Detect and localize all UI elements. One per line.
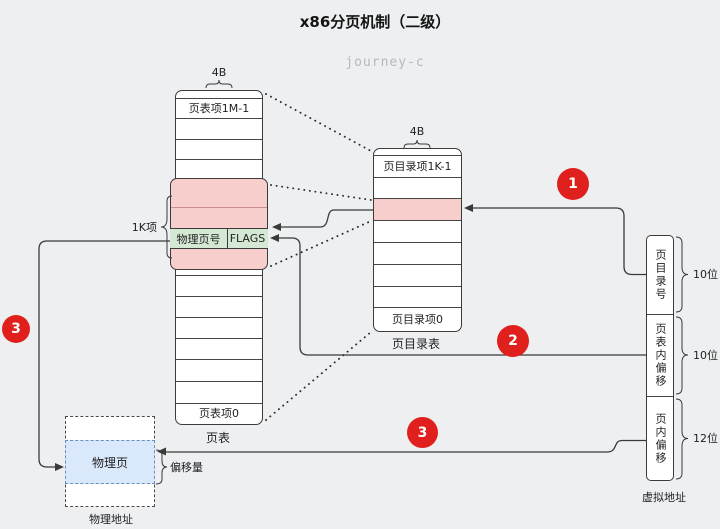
- page-directory-row-line: [374, 286, 461, 287]
- brace-bits-10-top: [675, 236, 689, 313]
- brace-offset: [155, 449, 168, 485]
- pde-highlight-row: [374, 199, 461, 220]
- page-table-row-line: [176, 359, 262, 360]
- page-directory-row-line: [374, 198, 461, 199]
- page-table-width-label: 4B: [211, 66, 227, 79]
- arrow-step2-line: [279, 237, 646, 356]
- va-bits-table-offset: 10位: [693, 349, 718, 362]
- arrow-pde-to-pagetable-line: [281, 209, 373, 228]
- pte-top-entry: 页表项1M-1: [188, 102, 250, 115]
- arrowhead: [464, 204, 473, 212]
- pte-entry-divider: [227, 228, 228, 249]
- page-table-row-line: [176, 317, 262, 318]
- step-badge-3-bottom: 3: [407, 417, 438, 448]
- physical-page-box: 物理页: [65, 440, 155, 484]
- arrowhead: [270, 234, 279, 242]
- page-table-row-line: [176, 338, 262, 339]
- page-table-row-line: [176, 118, 262, 119]
- brace-4b-pagedirectory: [403, 139, 431, 149]
- pde-top-entry: 页目录项1K-1: [383, 160, 452, 173]
- pte-highlight-divider: [171, 207, 267, 208]
- diagram-title: x86分页机制（二级）: [299, 13, 451, 31]
- page-table-entries-label: 1K项: [131, 221, 157, 234]
- brace-4b-pagetable: [205, 79, 233, 89]
- pte-flags: FLAGS: [229, 232, 266, 245]
- page-table-row-line: [176, 98, 262, 99]
- va-bits-page-offset: 12位: [693, 432, 718, 445]
- dotted-mapping-line: [270, 184, 372, 201]
- arrow-step1-line: [473, 207, 646, 276]
- page-table-row-line: [176, 381, 262, 382]
- page-table-row-line: [176, 275, 262, 276]
- dotted-mapping-line: [265, 93, 372, 152]
- offset-label: 偏移量: [170, 461, 203, 474]
- va-field-table-offset: 页表内偏移: [654, 322, 667, 388]
- pte-entry-row: [170, 228, 268, 249]
- va-field-page-offset: 页内偏移: [654, 412, 667, 465]
- step-badge-1: 1: [557, 168, 589, 200]
- page-directory-row-line: [374, 264, 461, 265]
- arrowhead: [55, 463, 64, 471]
- page-directory-row-line: [374, 220, 461, 221]
- pde-bottom-entry: 页目录项0: [392, 312, 443, 326]
- virtual-address-divider: [647, 396, 673, 397]
- pte-highlight-section: [170, 178, 268, 270]
- page-table-row-line: [176, 159, 262, 160]
- page-directory-row-line: [374, 242, 461, 243]
- virtual-address-divider: [647, 314, 673, 315]
- step-badge-2: 2: [497, 325, 529, 357]
- page-directory-row-line: [374, 177, 461, 178]
- virtual-address-column: [646, 235, 674, 481]
- watermark-text: journey-c: [345, 55, 425, 70]
- page-table-row-line: [176, 139, 262, 140]
- virtual-address-caption: 虚拟地址: [642, 491, 686, 504]
- va-bits-directory: 10位: [693, 268, 718, 281]
- page-directory-caption: 页目录表: [391, 337, 440, 351]
- dotted-mapping-line: [270, 220, 372, 267]
- physical-address-caption: 物理地址: [89, 513, 133, 526]
- page-table-row-line: [176, 296, 262, 297]
- brace-bits-12: [675, 398, 689, 480]
- page-table-caption: 页表: [205, 431, 230, 445]
- dotted-mapping-line: [265, 331, 372, 421]
- pte-physical-page-number: 物理页号: [176, 232, 221, 246]
- pte-bottom-entry: 页表项0: [199, 407, 239, 420]
- page-directory-width-label: 4B: [409, 125, 425, 138]
- arrowhead: [272, 223, 281, 231]
- step-badge-3-left: 3: [2, 315, 30, 343]
- page-table-row-line: [176, 403, 262, 404]
- arrowhead: [157, 447, 166, 456]
- brace-bits-10-mid: [675, 316, 689, 395]
- va-field-directory-index: 页目录号: [654, 248, 667, 301]
- page-directory-row-line: [374, 155, 461, 156]
